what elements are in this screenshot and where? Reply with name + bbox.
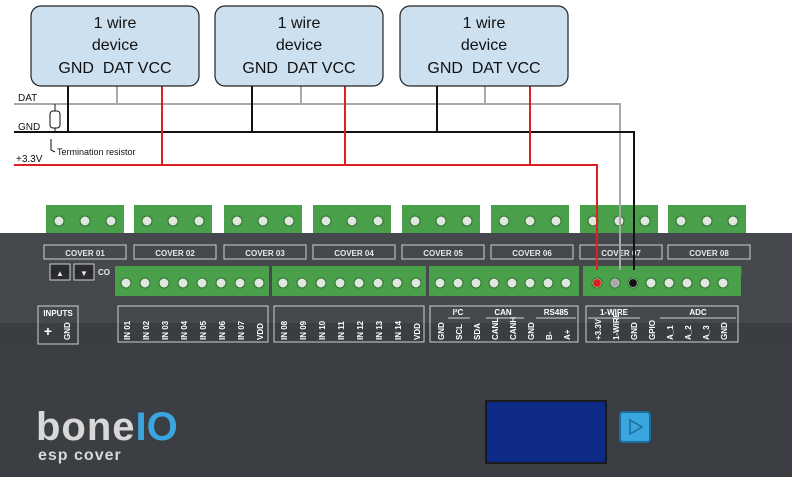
dat-rail-label: DAT xyxy=(18,93,37,104)
pin-label: IN 05 xyxy=(199,320,208,340)
can-group-label: CAN xyxy=(494,308,512,317)
plus-terminal-label: + xyxy=(44,323,52,339)
device-subtitle: device xyxy=(276,37,322,54)
pin-label: SCL xyxy=(455,324,464,340)
boneio-logo: boneIO esp cover xyxy=(36,405,178,464)
cover-buttons: ▲ ▼ xyxy=(49,263,95,281)
pin-label: B- xyxy=(545,331,554,340)
onewire-group-label: 1-WIRE xyxy=(600,308,629,317)
pin-label: IN 07 xyxy=(237,320,246,340)
oled-display xyxy=(485,400,607,464)
inputs-panel: INPUTS + GND xyxy=(37,305,79,345)
cover-label: COVER 02 xyxy=(155,249,195,258)
device-title: 1 wire xyxy=(278,15,321,32)
pin-labels: IN 01 IN 02 IN 03 IN 04 IN 05 IN 06 IN 0… xyxy=(123,311,729,340)
cover-label: COVER 04 xyxy=(334,249,374,258)
pin-label: GND xyxy=(527,322,536,340)
pin-label: IN 10 xyxy=(318,320,327,340)
pin-label: CANH xyxy=(509,317,518,340)
pin-label: A_2 xyxy=(684,325,693,340)
pin-label: GND xyxy=(630,322,639,340)
cover-label: COVER 01 xyxy=(65,249,105,258)
adc-group-label: ADC xyxy=(689,308,707,317)
pin-label: GND xyxy=(437,322,446,340)
pin-label-boxes xyxy=(117,305,739,343)
pin-label: IN 02 xyxy=(142,320,151,340)
device-pins: GND DAT VCC xyxy=(58,60,171,77)
vcc-rail-label: +3.3V xyxy=(16,154,43,165)
cover-label: COVER 05 xyxy=(423,249,463,258)
gnd-rail-label: GND xyxy=(18,122,40,133)
pin-label: IN 12 xyxy=(356,320,365,340)
pin-label: IN 14 xyxy=(394,320,403,340)
device-subtitle: device xyxy=(92,37,138,54)
device-title: 1 wire xyxy=(94,15,137,32)
device-subtitle: device xyxy=(461,37,507,54)
com-label: CO xyxy=(98,268,110,277)
resistor-label: Termination resistor xyxy=(57,147,136,157)
onewire-device-2: 1 wire device GND DAT VCC xyxy=(214,5,384,87)
cover-label: COVER 08 xyxy=(689,249,729,258)
pin-label: IN 08 xyxy=(280,320,289,340)
pin-label: GPIO xyxy=(648,320,657,340)
rail-labels: DAT GND +3.3V xyxy=(16,93,43,165)
up-button[interactable]: ▲ xyxy=(56,269,64,278)
pin-label: GND xyxy=(720,322,729,340)
pin-label: SDA xyxy=(473,323,482,340)
pin-label: IN 04 xyxy=(180,320,189,340)
wire-endpoints xyxy=(593,279,637,287)
pin-group-labels: I²C CAN RS485 1-WIRE ADC xyxy=(453,308,707,317)
onewire-device-1: 1 wire device GND DAT VCC xyxy=(30,5,200,87)
wires xyxy=(14,86,635,270)
cover-label: COVER 06 xyxy=(512,249,552,258)
inputs-title: INPUTS xyxy=(43,309,73,318)
device-title: 1 wire xyxy=(463,15,506,32)
i2c-group-label: I²C xyxy=(453,308,464,317)
onewire-device-3: 1 wire device GND DAT VCC xyxy=(399,5,569,87)
pin-label: CANL xyxy=(491,318,500,340)
pin-label: IN 13 xyxy=(375,320,384,340)
pin-label: IN 01 xyxy=(123,320,132,340)
gnd-terminal-label: GND xyxy=(63,322,72,340)
pin-label: A_3 xyxy=(702,325,711,340)
logo-subtitle: esp cover xyxy=(38,447,122,464)
device-pins: GND DAT VCC xyxy=(242,60,355,77)
pin-label: 1-WIRE xyxy=(612,311,621,340)
pin-label: IN 06 xyxy=(218,320,227,340)
pin-label: VDD xyxy=(413,323,422,340)
down-button[interactable]: ▼ xyxy=(80,269,88,278)
pin-label: +3.3V xyxy=(594,318,603,340)
pin-label: IN 03 xyxy=(161,320,170,340)
rs485-group-label: RS485 xyxy=(544,308,569,317)
pin-label: A+ xyxy=(563,329,572,340)
pin-label: IN 11 xyxy=(337,321,346,340)
device-pins: GND DAT VCC xyxy=(427,60,540,77)
pin-label: A_1 xyxy=(666,325,675,340)
pin-label: IN 09 xyxy=(299,320,308,340)
play-icon xyxy=(629,418,644,436)
cover-label: COVER 03 xyxy=(245,249,285,258)
termination-resistor: Termination resistor xyxy=(49,104,136,157)
svg-text:boneIO: boneIO xyxy=(36,405,178,449)
control-button[interactable] xyxy=(619,411,651,443)
pin-label: VDD xyxy=(256,323,265,340)
top-terminal-blocks xyxy=(46,205,746,233)
cover-label: COVER 07 xyxy=(601,249,641,258)
